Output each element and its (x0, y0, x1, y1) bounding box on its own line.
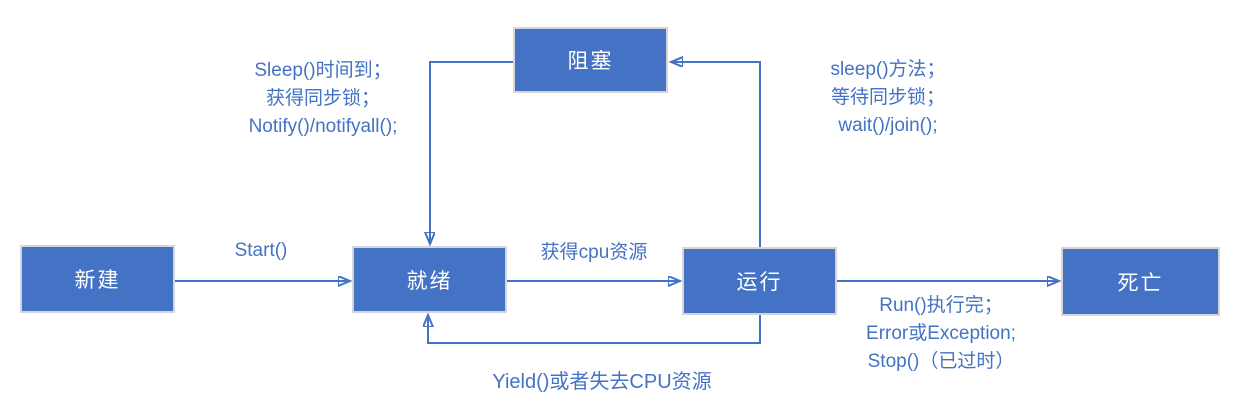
edge-label-running-to-dead-line2: Error或Exception; (866, 323, 1016, 344)
edge-label-running-to-blocked-line1: sleep()方法； (830, 59, 946, 80)
node-dead-label: 死亡 (1117, 271, 1164, 295)
node-ready: 就绪 (352, 246, 507, 313)
edge-label-blocked-to-ready-line2: 获得同步锁； (265, 88, 381, 109)
node-blocked-label: 阻塞 (567, 50, 614, 73)
edge-running-to-ready-yield-arrow (428, 315, 761, 344)
edge-label-blocked-to-ready-line3: Notify()/notifyall(); (248, 116, 398, 137)
node-new: 新建 (20, 245, 175, 313)
node-ready-label: 就绪 (406, 269, 453, 293)
edge-label-running-to-dead-line1: Run()执行完； (879, 295, 1003, 316)
edge-label-running-to-dead-line3: Stop()（已过时） (867, 351, 1015, 372)
node-dead: 死亡 (1061, 247, 1220, 316)
node-running: 运行 (682, 247, 837, 315)
edge-label-running-to-blocked: sleep()方法； 等待同步锁； wait()/join(); (830, 56, 945, 140)
node-new-label: 新建 (74, 269, 121, 292)
edge-blocked-to-ready-arrow (430, 61, 513, 244)
edge-running-to-blocked-arrow (671, 62, 761, 247)
edge-label-get-cpu: 获得cpu资源 (540, 242, 648, 263)
edge-label-blocked-to-ready: Sleep()时间到； 获得同步锁； Notify()/notifyall(); (249, 57, 398, 141)
edge-label-blocked-to-ready-line1: Sleep()时间到； (254, 60, 392, 81)
node-running-label: 运行 (736, 271, 783, 294)
edge-label-running-to-blocked-line2: 等待同步锁； (830, 87, 946, 108)
edge-label-running-to-blocked-line3: wait()/join(); (838, 115, 938, 136)
edge-label-start: Start() (234, 240, 288, 261)
edge-label-running-to-dead: Run()执行完； Error或Exception; Stop()（已过时） (866, 292, 1016, 376)
edge-label-yield: Yield()或者失去CPU资源 (492, 371, 712, 393)
node-blocked: 阻塞 (513, 27, 668, 93)
